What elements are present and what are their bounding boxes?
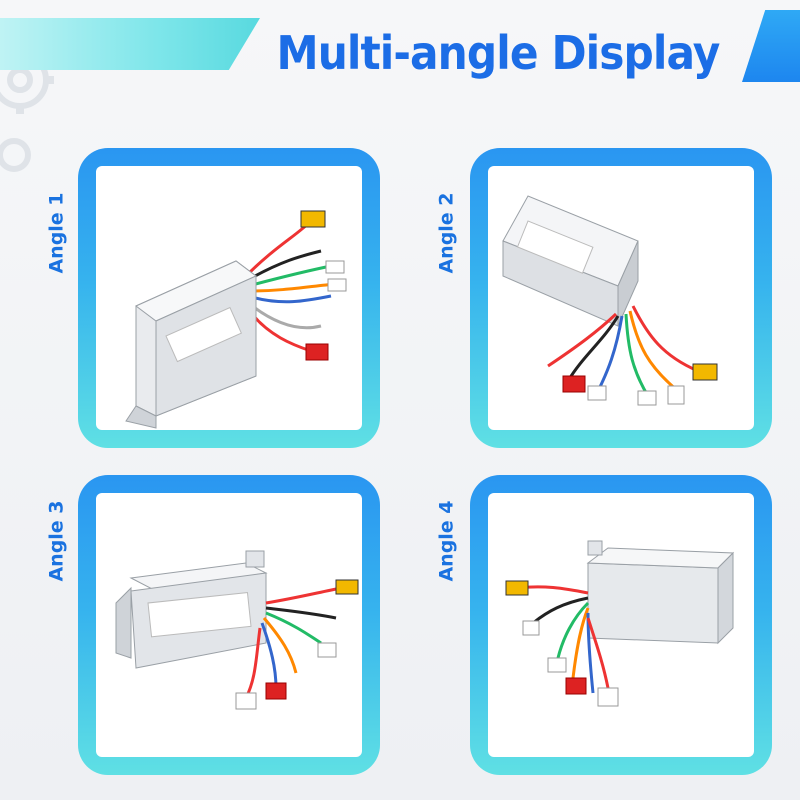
header-accent-corner — [742, 10, 800, 82]
product-card-angle-1 — [78, 148, 380, 448]
product-image-angle-1 — [96, 166, 362, 430]
angle-label-1: Angle 1 — [46, 192, 69, 274]
header-accent-band — [0, 18, 260, 70]
page-title: Multi-angle Display — [276, 26, 721, 80]
product-image-angle-2 — [488, 166, 754, 430]
product-card-angle-4 — [470, 475, 772, 775]
angle-label-4: Angle 4 — [436, 500, 459, 582]
product-card-angle-3 — [78, 475, 380, 775]
product-card-angle-2 — [470, 148, 772, 448]
product-image-angle-4 — [488, 493, 754, 757]
product-image-angle-3 — [96, 493, 362, 757]
angle-label-2: Angle 2 — [436, 192, 459, 274]
angle-label-3: Angle 3 — [46, 500, 69, 582]
